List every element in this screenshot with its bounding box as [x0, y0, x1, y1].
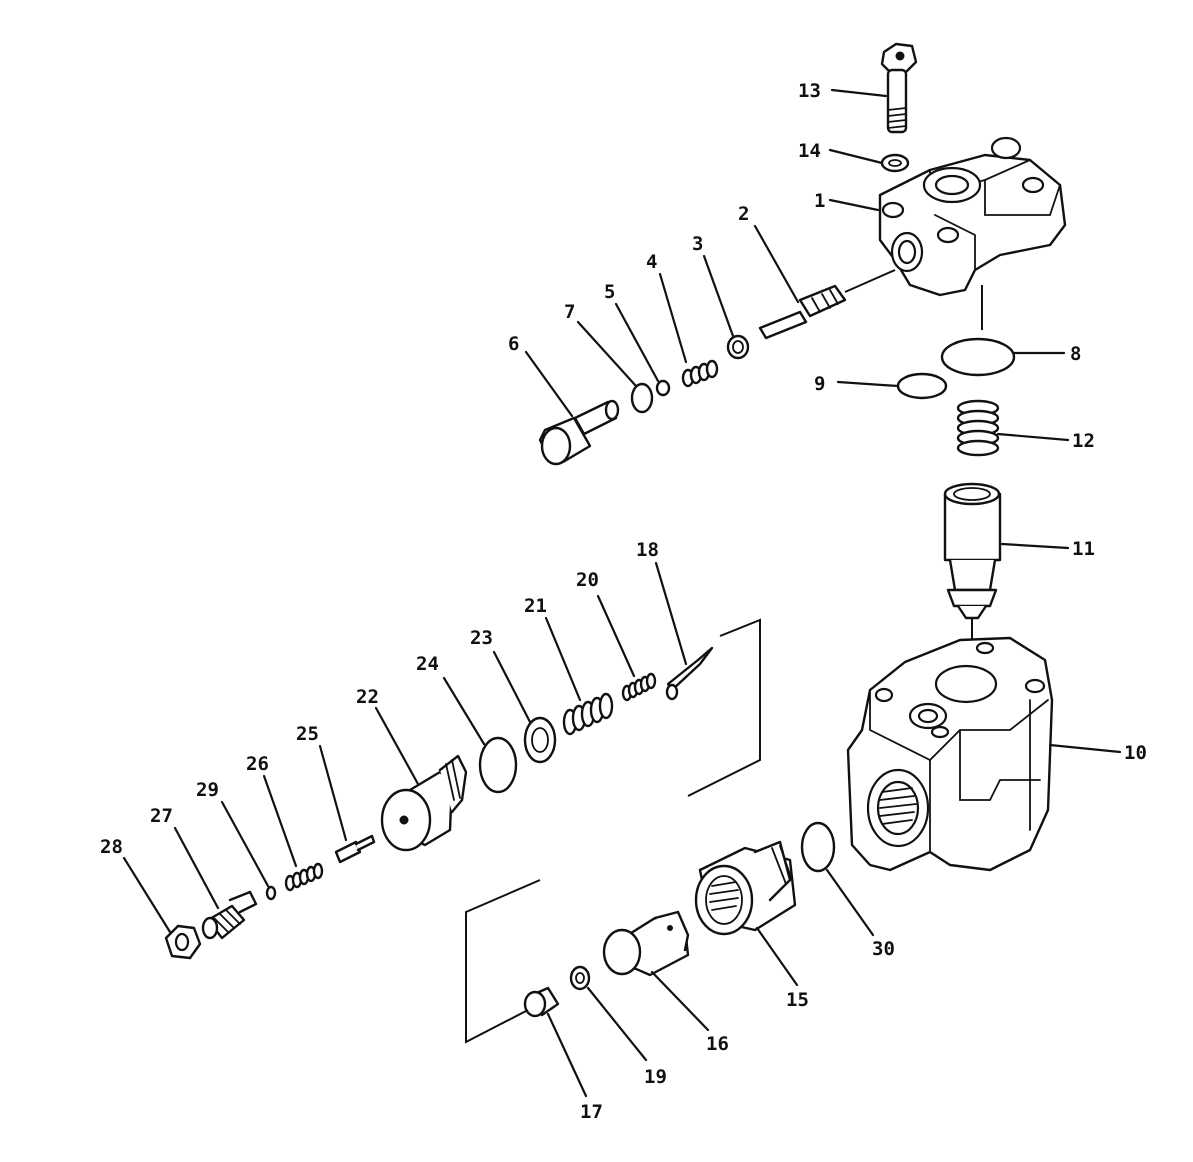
callout-9: 9	[814, 373, 825, 395]
part-18-pin	[665, 646, 714, 701]
callout-23: 23	[470, 627, 493, 649]
part-13-bolt	[880, 42, 918, 134]
callout-25: 25	[296, 723, 319, 745]
callout-5: 5	[604, 281, 615, 303]
part-7-o-ring	[630, 382, 654, 414]
callout-26: 26	[246, 753, 269, 775]
callout-8: 8	[1070, 343, 1081, 365]
callout-14: 14	[798, 140, 821, 162]
part-3-retainer	[726, 334, 750, 360]
callout-1: 1	[814, 190, 825, 212]
callout-labels: 13 14 1 2 3 4 5 7 6 8 9 12 11 10 30 15 1…	[100, 80, 1147, 1123]
part-1-valve-cover	[878, 136, 1067, 297]
part-2-plunger	[758, 269, 896, 340]
callout-29: 29	[196, 779, 219, 801]
part-4-spring	[681, 359, 719, 388]
part-20-spring	[621, 672, 657, 702]
part-16-piston	[602, 910, 690, 977]
callout-7: 7	[564, 301, 575, 323]
part-22-adjuster	[380, 754, 468, 852]
part-30-o-ring	[800, 821, 836, 873]
callout-18: 18	[636, 539, 659, 561]
callout-13: 13	[798, 80, 821, 102]
part-27-screw	[201, 890, 258, 940]
part-15-sleeve	[694, 840, 797, 936]
callout-6: 6	[508, 333, 519, 355]
callout-12: 12	[1072, 430, 1095, 452]
part-17-plug	[523, 986, 560, 1018]
callout-28: 28	[100, 836, 123, 858]
callout-17: 17	[580, 1101, 603, 1123]
leader-lines	[122, 88, 1122, 1098]
part-5-ring	[655, 379, 671, 397]
part-25-needle	[334, 834, 376, 864]
callout-22: 22	[356, 686, 379, 708]
part-8-o-ring	[940, 337, 1016, 377]
part-29-ring	[265, 885, 277, 901]
part-23-seat	[523, 716, 557, 764]
part-11-spool	[943, 482, 1002, 640]
callout-3: 3	[692, 233, 703, 255]
callout-4: 4	[646, 251, 657, 273]
part-24-o-ring	[478, 736, 518, 794]
callout-11: 11	[1072, 538, 1095, 560]
callout-16: 16	[706, 1033, 729, 1055]
callout-27: 27	[150, 805, 173, 827]
part-12-spring	[956, 399, 1000, 457]
part-21-spring	[562, 692, 614, 736]
callout-2: 2	[738, 203, 749, 225]
part-9-o-ring	[896, 372, 948, 400]
part-6-plug	[538, 399, 620, 466]
part-19-ring	[569, 965, 591, 991]
part-26-spring	[284, 862, 324, 892]
assembly-axis-lower	[465, 879, 541, 1044]
callout-15: 15	[786, 989, 809, 1011]
assembly-axis-upper	[687, 618, 761, 797]
callout-10: 10	[1124, 742, 1147, 764]
callout-19: 19	[644, 1066, 667, 1088]
callout-30: 30	[872, 938, 895, 960]
part-28-nut	[164, 924, 202, 960]
part-14-washer	[880, 153, 910, 173]
callout-20: 20	[576, 569, 599, 591]
callout-24: 24	[416, 653, 439, 675]
part-10-valve-body	[846, 636, 1054, 872]
callout-21: 21	[524, 595, 547, 617]
